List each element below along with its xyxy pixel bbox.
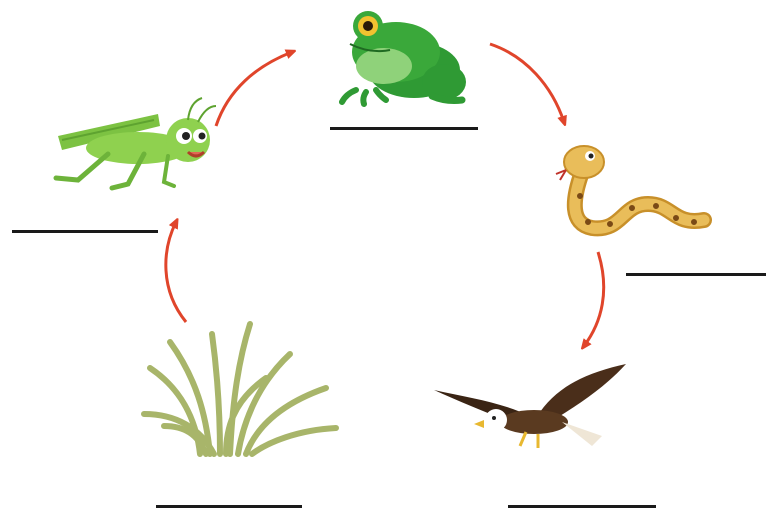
frog-answer-blank[interactable] xyxy=(330,127,478,130)
arrow-frog-to-snake xyxy=(490,44,564,122)
snake-answer-blank[interactable] xyxy=(626,273,766,276)
eagle-image xyxy=(430,362,630,456)
eagle-answer-blank[interactable] xyxy=(508,505,656,508)
grass-image xyxy=(140,318,340,458)
grasshopper-icon xyxy=(48,96,218,192)
frog-image xyxy=(336,4,476,106)
frog-icon xyxy=(336,4,476,106)
snake-image xyxy=(552,140,712,240)
eagle-icon xyxy=(430,362,630,456)
arrow-grasshopper-to-frog xyxy=(216,52,292,126)
grasshopper-answer-blank[interactable] xyxy=(12,230,158,233)
arrow-snake-to-eagle xyxy=(584,252,604,346)
grass-answer-blank[interactable] xyxy=(156,505,302,508)
snake-icon xyxy=(552,140,712,240)
grass-icon xyxy=(140,318,340,458)
grasshopper-image xyxy=(48,96,218,192)
arrow-grass-to-grasshopper xyxy=(166,222,186,322)
